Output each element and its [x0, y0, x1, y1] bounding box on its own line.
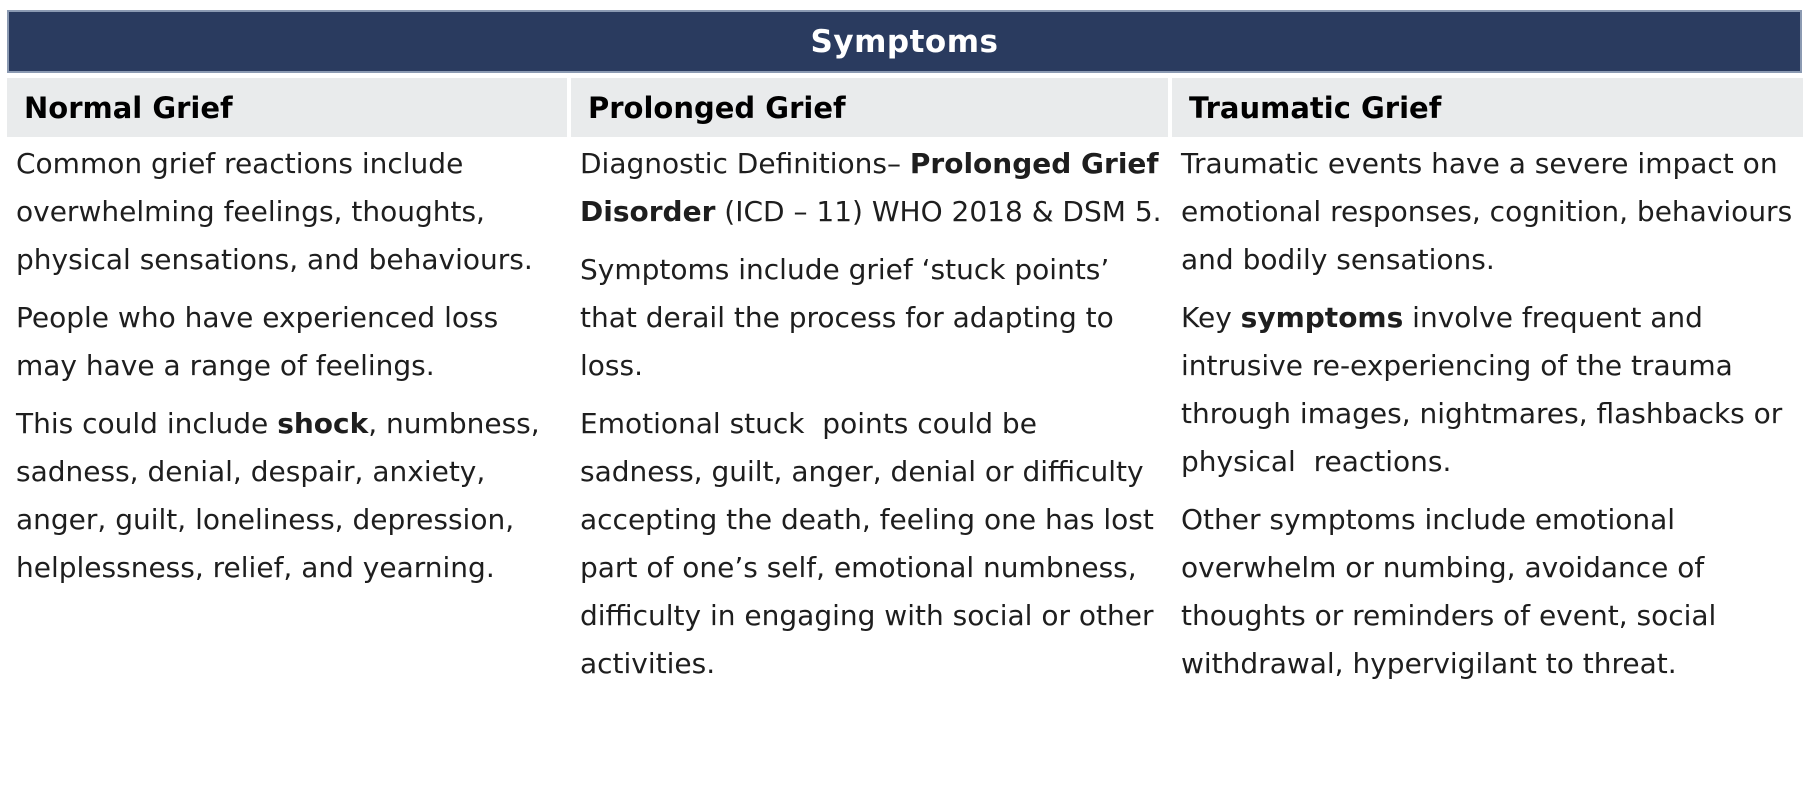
- table-title: Symptoms: [810, 23, 999, 60]
- paragraph: People who have experienced loss may hav…: [16, 301, 508, 382]
- paragraph: Diagnostic Definitions– Prolonged Grief …: [580, 147, 1169, 228]
- column-header-row: Normal Grief Prolonged Grief Traumatic G…: [7, 78, 1803, 137]
- column-header-prolonged-grief: Prolonged Grief: [571, 78, 1168, 137]
- paragraph: Key symptoms involve frequent and intrus…: [1181, 301, 1792, 478]
- normal-grief-cell: Common grief reactions include overwhelm…: [7, 137, 567, 698]
- paragraph: Traumatic events have a severe impact on…: [1181, 147, 1802, 276]
- grief-symptoms-table: Symptoms Normal Grief Prolonged Grief Tr…: [7, 10, 1803, 698]
- table-body-row: Common grief reactions include overwhelm…: [7, 137, 1802, 698]
- paragraph: Symptoms include grief ‘stuck points’ th…: [580, 253, 1123, 382]
- paragraph: Common grief reactions include overwhelm…: [16, 147, 533, 276]
- paragraph: This could include shock, numbness, sadn…: [16, 407, 549, 584]
- prolonged-grief-cell: Diagnostic Definitions– Prolonged Grief …: [571, 137, 1168, 698]
- table-title-bar: Symptoms: [7, 10, 1802, 73]
- paragraph: Emotional stuck points could be sadness,…: [580, 407, 1163, 680]
- traumatic-grief-cell: Traumatic events have a severe impact on…: [1172, 137, 1803, 698]
- paragraph: Other symptoms include emotional overwhe…: [1181, 503, 1726, 680]
- column-header-normal-grief: Normal Grief: [7, 78, 567, 137]
- column-header-traumatic-grief: Traumatic Grief: [1172, 78, 1803, 137]
